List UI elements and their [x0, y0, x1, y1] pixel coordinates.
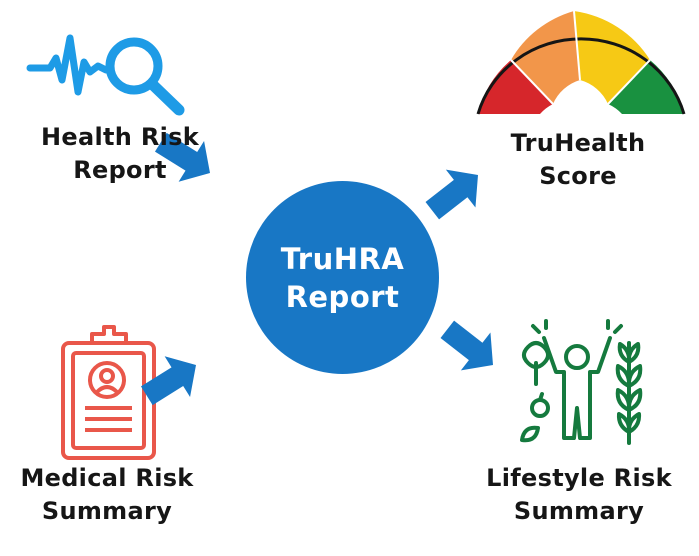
- health-risk-report-line2: Report: [73, 156, 167, 184]
- hub-label-line2: Report: [285, 279, 400, 314]
- truhra-report-hub: TruHRA Report: [246, 181, 439, 374]
- arrow-to-truhealth-score: [425, 169, 478, 220]
- health-risk-report-line1: Health Risk: [41, 123, 199, 151]
- lifestyle-risk-summary-line2: Summary: [513, 497, 645, 525]
- truhealth-score-label: TruHealth Score: [478, 127, 678, 193]
- lifestyle-person-plants-icon: [520, 319, 643, 445]
- arrow-to-health-risk-report: [154, 132, 210, 182]
- gauge-icon: [476, 10, 686, 115]
- truhealth-score-line2: Score: [539, 162, 617, 190]
- medical-risk-summary-label: Medical Risk Summary: [7, 462, 207, 528]
- hub-label-line1: TruHRA: [280, 241, 405, 276]
- truhealth-score-line1: TruHealth: [510, 129, 646, 157]
- arrow-to-medical-risk-summary: [140, 356, 196, 406]
- lifestyle-risk-summary-label: Lifestyle Risk Summary: [469, 462, 689, 528]
- lifestyle-risk-summary-line1: Lifestyle Risk: [486, 464, 672, 492]
- arrow-to-lifestyle-risk-summary: [440, 320, 493, 371]
- heartbeat-magnifier-icon: [26, 34, 185, 116]
- medical-risk-summary-line2: Summary: [41, 497, 173, 525]
- medical-risk-summary-line1: Medical Risk: [20, 464, 194, 492]
- clipboard-profile-icon: [61, 325, 156, 460]
- health-risk-report-label: Health Risk Report: [20, 121, 220, 187]
